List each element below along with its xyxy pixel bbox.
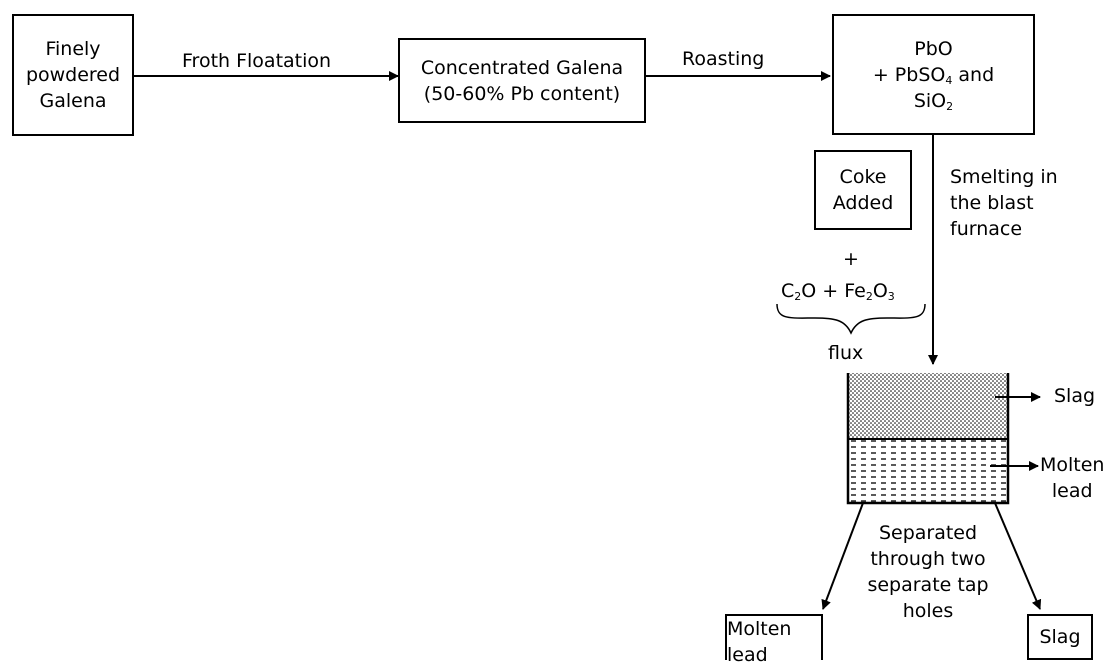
node-concentrated-galena: Concentrated Galena (50-60% Pb content)	[398, 38, 646, 123]
galena-line-1: Finely	[45, 38, 101, 60]
node-molten-lead-output: Molten lead	[725, 614, 823, 666]
pbo-line-2: + PbSO4 and	[872, 63, 995, 87]
flux-label: flux	[828, 342, 864, 364]
concentrated-line-1: Concentrated Galena	[420, 56, 624, 79]
coke-line-2: Added	[832, 192, 894, 214]
node-pbo-pbso4-sio2: PbO + PbSO4 and SiO2	[832, 14, 1035, 135]
furnace-vessel	[846, 373, 1010, 505]
pbo-line-1: PbO	[914, 37, 953, 60]
label-separated: Separated through two separate tap holes	[867, 522, 989, 622]
flux-brace	[776, 303, 926, 335]
label-froth-floatation: Froth Floatation	[182, 50, 332, 72]
node-finely-powdered-galena: Finely powdered Galena	[12, 14, 134, 136]
slag-out-label: Slag	[1039, 626, 1081, 648]
pbo-line-3: SiO2	[913, 89, 954, 113]
label-smelting: Smelting in the blast furnace	[950, 166, 1058, 240]
slag-layer	[848, 373, 1008, 439]
furnace-slag-label: Slag	[1054, 385, 1096, 407]
label-roasting: Roasting	[682, 48, 765, 70]
galena-line-2: powdered	[25, 64, 121, 86]
concentrated-line-2: (50-60% Pb content)	[423, 82, 621, 105]
molten-lead-layer	[848, 439, 1008, 503]
molten-out-line-1: Molten	[727, 618, 792, 640]
node-slag-output: Slag	[1027, 614, 1093, 660]
furnace-molten-lead-label: Molten lead	[1040, 454, 1105, 502]
arrow-to-molten-lead	[821, 502, 864, 610]
flux-plus-sign: +	[843, 248, 859, 270]
coke-line-1: Coke	[839, 166, 887, 188]
flux-formula: C2O + Fe2O3	[781, 280, 895, 303]
galena-line-3: Galena	[39, 90, 107, 112]
arrow-to-slag	[994, 502, 1042, 610]
molten-out-line-2: lead	[727, 644, 768, 666]
node-coke-added: Coke Added	[814, 150, 912, 230]
